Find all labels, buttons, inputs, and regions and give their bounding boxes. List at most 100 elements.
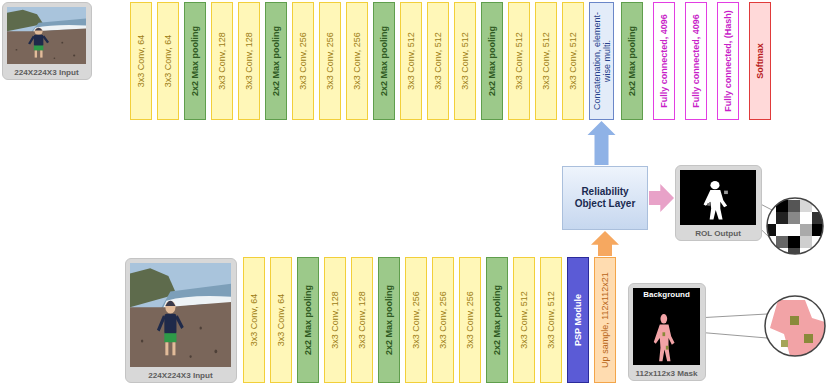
conv-layer: 3x3 Conv, 256 xyxy=(292,2,314,120)
beach-photo xyxy=(7,7,86,64)
layer-label: 3x3 Conv, 512 xyxy=(546,261,556,379)
layer-label: 3x3 Conv, 512 xyxy=(519,261,529,379)
layer-label: 3x3 Conv, 64 xyxy=(276,261,286,379)
layer-label: 2x2 Max pooling xyxy=(303,261,313,379)
reliability-layer: Reliability Object Layer xyxy=(562,166,648,230)
layer-label: 3x3 Conv, 512 xyxy=(541,6,551,116)
beach-photo xyxy=(130,263,231,367)
conv-layer: 3x3 Conv, 512 xyxy=(427,2,449,120)
conv-layer: 3x3 Conv, 512 xyxy=(508,2,530,120)
fc-layer: Fully connected, 4096 xyxy=(653,2,675,120)
concat-layer: Concatenation, element-wise multi. xyxy=(589,2,614,120)
arrow-shape xyxy=(591,231,619,256)
flow-arrow xyxy=(591,231,619,256)
image-caption: 112x112x3 Mask xyxy=(629,369,704,378)
layer-label: 3x3 Conv, 128 xyxy=(330,261,340,379)
layer-label: PSP Module xyxy=(573,261,583,379)
conv-layer: 3x3 Conv, 128 xyxy=(324,257,346,383)
layer-label: 2x2 Max pooling xyxy=(487,6,497,116)
input-image: 224X224X3 Input xyxy=(125,258,237,383)
arrow-shape xyxy=(649,184,674,212)
layer-label: 3x3 Conv, 256 xyxy=(438,261,448,379)
layer-label: 3x3 Conv, 512 xyxy=(568,6,578,116)
layer-label: 3x3 Conv, 512 xyxy=(514,6,524,116)
image-caption: 224X224X3 Input xyxy=(3,68,90,77)
conv-layer: 3x3 Conv, 128 xyxy=(211,2,233,120)
conv-layer: 3x3 Conv, 256 xyxy=(405,257,427,383)
layer-label: 3x3 Conv, 256 xyxy=(298,6,308,116)
layer-label: 3x3 Conv, 512 xyxy=(433,6,443,116)
layer-label: Up sample, 112x112x21 xyxy=(600,261,610,379)
flow-arrow xyxy=(588,121,616,165)
pooling-layer: 2x2 Max pooling xyxy=(378,257,400,383)
layer-label: 2x2 Max pooling xyxy=(492,261,502,379)
pooling-layer: 2x2 Max pooling xyxy=(621,2,643,120)
layer-label: Reliability Object Layer xyxy=(567,186,643,210)
layer-label: 3x3 Conv, 128 xyxy=(357,261,367,379)
zoom-circle xyxy=(765,296,825,356)
conv-layer: 3x3 Conv, 64 xyxy=(270,257,292,383)
fc-layer: Fully connected, (Hash) xyxy=(717,2,739,120)
layer-label: 2x2 Max pooling xyxy=(379,6,389,116)
mask-image xyxy=(633,288,700,365)
layer-label: 3x3 Conv, 256 xyxy=(465,261,475,379)
pooling-layer: 2x2 Max pooling xyxy=(184,2,206,120)
layer-label: 3x3 Conv, 128 xyxy=(244,6,254,116)
image-caption: 224X224X3 Input xyxy=(126,371,235,380)
conv-layer: 3x3 Conv, 256 xyxy=(459,257,481,383)
layer-label: 3x3 Conv, 512 xyxy=(460,6,470,116)
pooling-layer: 2x2 Max pooling xyxy=(373,2,395,120)
leader-line xyxy=(696,332,767,338)
fc-layer: Fully connected, 4096 xyxy=(685,2,707,120)
layer-label: Softmax xyxy=(755,6,765,116)
layer-label: Concatenation, element-wise multi. xyxy=(592,6,612,116)
mask-image: Background 112x112x3 Mask xyxy=(628,283,706,381)
input-image: 224X224X3 Input xyxy=(2,2,92,80)
conv-layer: 3x3 Conv, 128 xyxy=(351,257,373,383)
pooling-layer: 2x2 Max pooling xyxy=(265,2,287,120)
softmax-layer: Softmax xyxy=(749,2,771,120)
conv-layer: 3x3 Conv, 256 xyxy=(432,257,454,383)
layer-label: 2x2 Max pooling xyxy=(271,6,281,116)
arrow-shape xyxy=(588,121,616,165)
psp-module: PSP Module xyxy=(567,257,589,383)
region-label: Background xyxy=(633,290,700,299)
pooling-layer: 2x2 Max pooling xyxy=(297,257,319,383)
layer-label: Fully connected, 4096 xyxy=(691,6,701,116)
conv-layer: 3x3 Conv, 128 xyxy=(238,2,260,120)
layer-label: Fully connected, (Hash) xyxy=(723,6,733,116)
rol-output-image xyxy=(680,170,756,225)
layer-label: 3x3 Conv, 64 xyxy=(136,6,146,116)
layer-label: 3x3 Conv, 256 xyxy=(325,6,335,116)
conv-layer: 3x3 Conv, 512 xyxy=(562,2,584,120)
layer-label: 3x3 Conv, 64 xyxy=(163,6,173,116)
flow-arrow xyxy=(649,184,674,212)
pooling-layer: 2x2 Max pooling xyxy=(481,2,503,120)
conv-layer: 3x3 Conv, 512 xyxy=(513,257,535,383)
leader-line xyxy=(696,314,767,318)
layer-label: 2x2 Max pooling xyxy=(190,6,200,116)
conv-layer: 3x3 Conv, 64 xyxy=(157,2,179,120)
layer-label: Fully connected, 4096 xyxy=(659,6,669,116)
conv-layer: 3x3 Conv, 512 xyxy=(400,2,422,120)
layer-label: 3x3 Conv, 64 xyxy=(249,261,259,379)
layer-label: 2x2 Max pooling xyxy=(384,261,394,379)
upsample-layer: Up sample, 112x112x21 xyxy=(594,257,616,383)
pooling-layer: 2x2 Max pooling xyxy=(486,257,508,383)
image-caption: ROL Output xyxy=(676,229,760,238)
layer-label: 2x2 Max pooling xyxy=(627,6,637,116)
conv-layer: 3x3 Conv, 512 xyxy=(454,2,476,120)
conv-layer: 3x3 Conv, 512 xyxy=(540,257,562,383)
layer-label: 3x3 Conv, 256 xyxy=(352,6,362,116)
conv-layer: 3x3 Conv, 64 xyxy=(243,257,265,383)
conv-layer: 3x3 Conv, 256 xyxy=(346,2,368,120)
zoom-circle xyxy=(764,196,825,260)
output-image: ROL Output xyxy=(675,165,762,241)
layer-label: 3x3 Conv, 128 xyxy=(217,6,227,116)
layer-label: 3x3 Conv, 512 xyxy=(406,6,416,116)
layer-label: 3x3 Conv, 256 xyxy=(411,261,421,379)
conv-layer: 3x3 Conv, 512 xyxy=(535,2,557,120)
conv-layer: 3x3 Conv, 64 xyxy=(130,2,152,120)
conv-layer: 3x3 Conv, 256 xyxy=(319,2,341,120)
